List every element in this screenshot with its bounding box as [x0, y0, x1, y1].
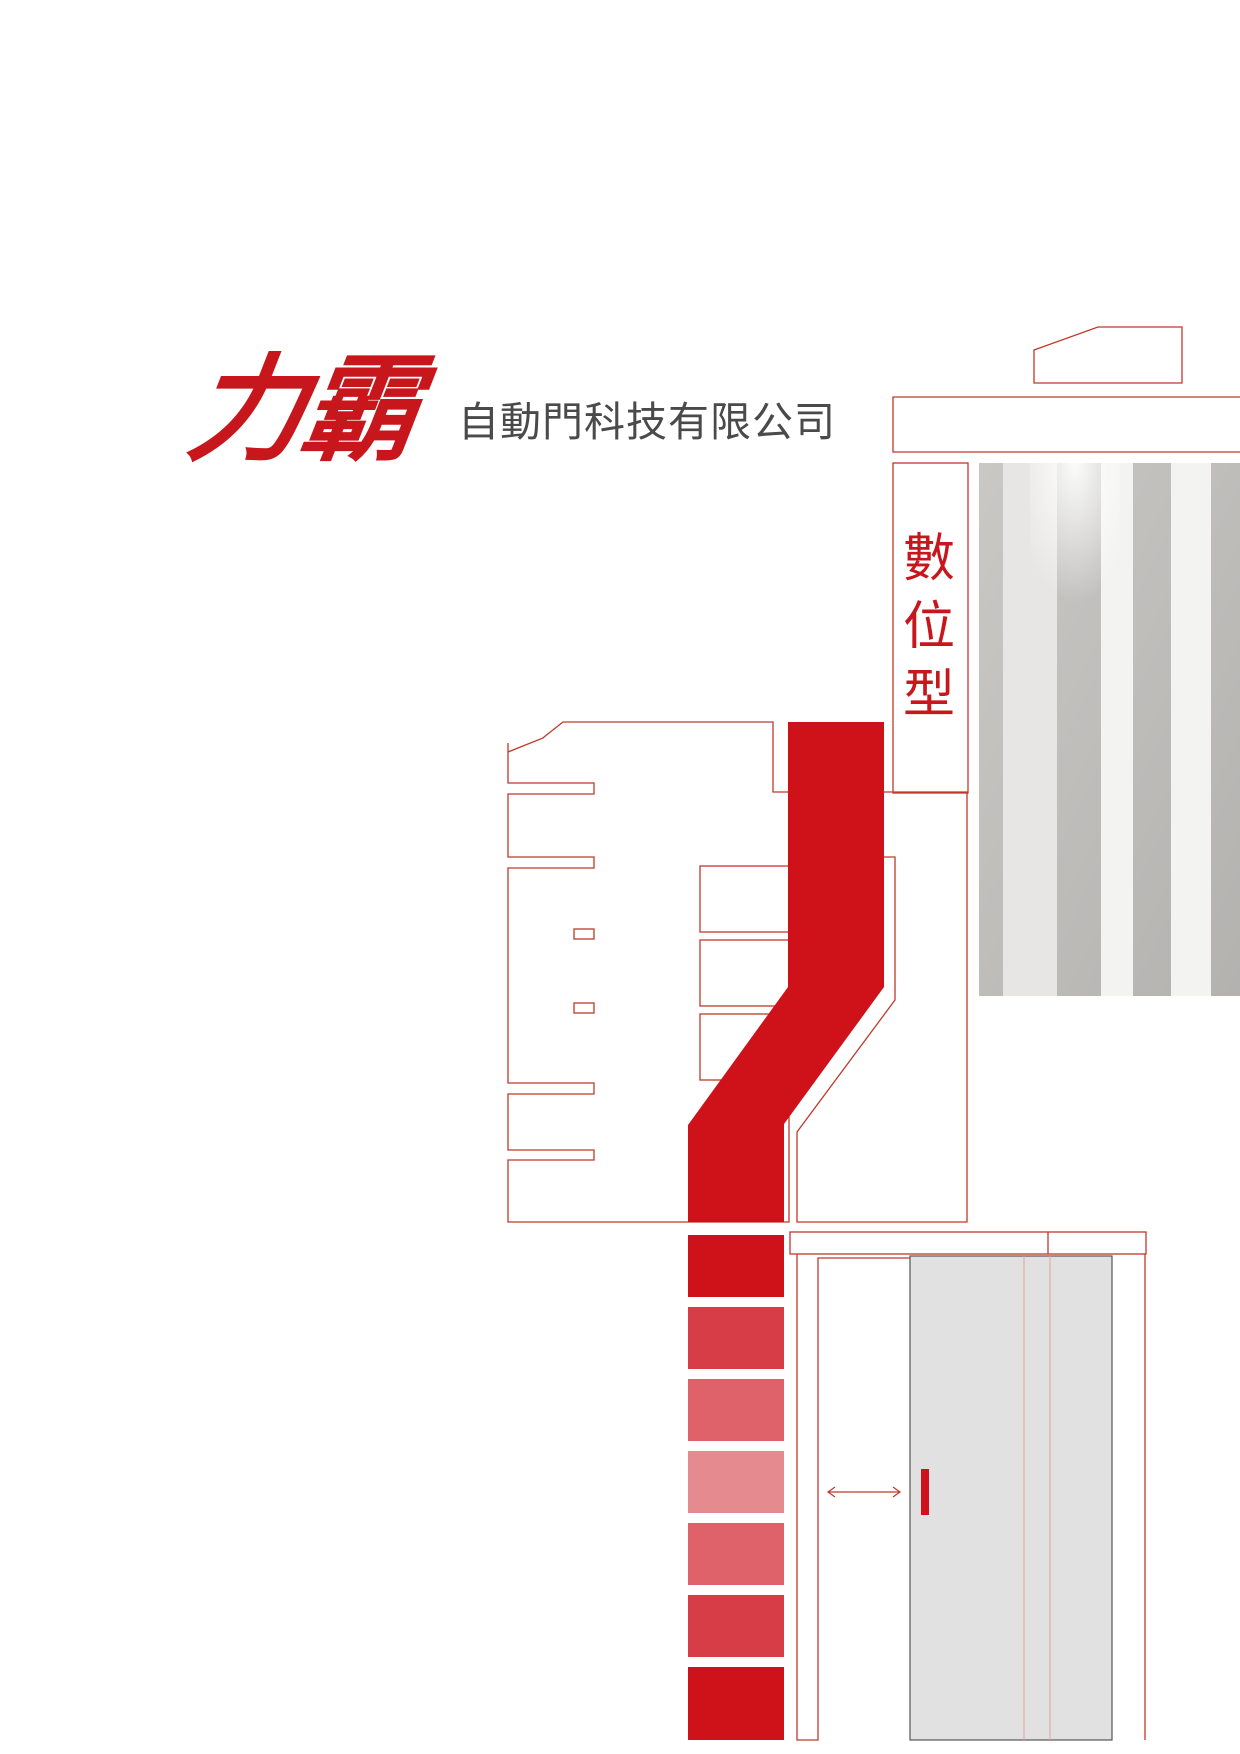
product-label-char-3: 型	[902, 665, 955, 725]
metal-panel	[979, 463, 1240, 996]
brand-logo: 力霸	[180, 342, 424, 478]
product-label-char-1: 數	[902, 529, 955, 589]
stripe-swatch-5	[688, 1523, 784, 1585]
door-header-outline	[789, 1231, 1147, 1255]
notch-1	[573, 928, 595, 940]
red-diagonal-band	[688, 722, 884, 1222]
company-name: 自動門科技有限公司	[458, 398, 836, 446]
door-handle-icon	[921, 1469, 929, 1515]
inner-box-2	[699, 939, 793, 1007]
label-column-outline	[892, 462, 969, 794]
stripe-swatch-2	[688, 1307, 784, 1369]
metal-glow	[1030, 463, 1120, 663]
stripe-swatch-6	[688, 1595, 784, 1657]
stripe-swatch-7	[688, 1667, 784, 1740]
stepped-silhouette-outline	[507, 721, 968, 1223]
header-bar-outline	[892, 396, 1240, 453]
product-label-char-2: 位	[902, 597, 955, 657]
metal-stripe-3	[1171, 463, 1211, 996]
stripe-swatches	[688, 1235, 784, 1740]
sliding-door	[826, 1255, 1113, 1741]
door-panel	[909, 1255, 1113, 1741]
top-cap-outline	[1033, 326, 1183, 384]
product-label: 數 位 型	[893, 525, 965, 729]
notch-2	[573, 1002, 595, 1014]
door-frame-left	[796, 1254, 910, 1741]
outline-shapes	[507, 326, 1240, 1741]
stripe-swatch-4	[688, 1451, 784, 1513]
stripe-swatch-1	[688, 1235, 784, 1297]
double-arrow-icon	[826, 1486, 902, 1498]
stripe-swatch-3	[688, 1379, 784, 1441]
inner-box-1	[699, 865, 793, 933]
